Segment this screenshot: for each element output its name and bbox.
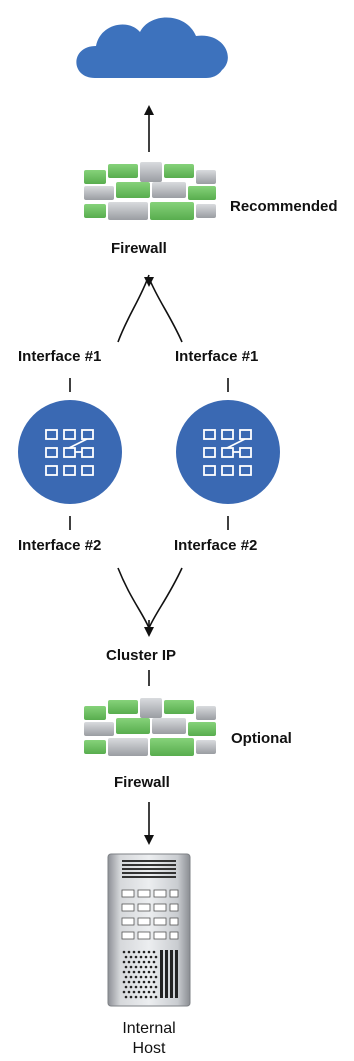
firewall-top-tag: Recommended <box>230 198 338 215</box>
firewall-top-icon <box>84 162 216 220</box>
curve-right-to-firewall <box>148 277 183 343</box>
interface-left-bottom-label: Interface #2 <box>18 537 102 554</box>
node-right-icon <box>176 400 280 504</box>
curve-left-to-cluster <box>117 567 150 629</box>
server-tower-icon <box>107 853 191 1007</box>
connectors <box>69 105 229 845</box>
firewall-bottom-label: Firewall <box>114 774 170 791</box>
firewall-top-label: Firewall <box>111 240 167 257</box>
cloud-icon <box>76 17 228 78</box>
node-left-icon <box>18 400 122 504</box>
host-label-line2: Host <box>132 1040 166 1057</box>
curve-left-to-firewall <box>117 274 150 343</box>
curve-right-to-cluster <box>148 567 183 629</box>
cluster-ip-label: Cluster IP <box>106 647 177 664</box>
interface-right-top-label: Interface #1 <box>175 348 259 365</box>
interface-right-bottom-label: Interface #2 <box>174 537 258 554</box>
host-label-line1: Internal <box>122 1020 176 1037</box>
firewall-bottom-icon <box>84 698 216 756</box>
firewall-bottom-tag: Optional <box>231 730 292 747</box>
interface-left-top-label: Interface #1 <box>18 348 102 365</box>
host-label: Internal Host <box>99 1019 199 1059</box>
